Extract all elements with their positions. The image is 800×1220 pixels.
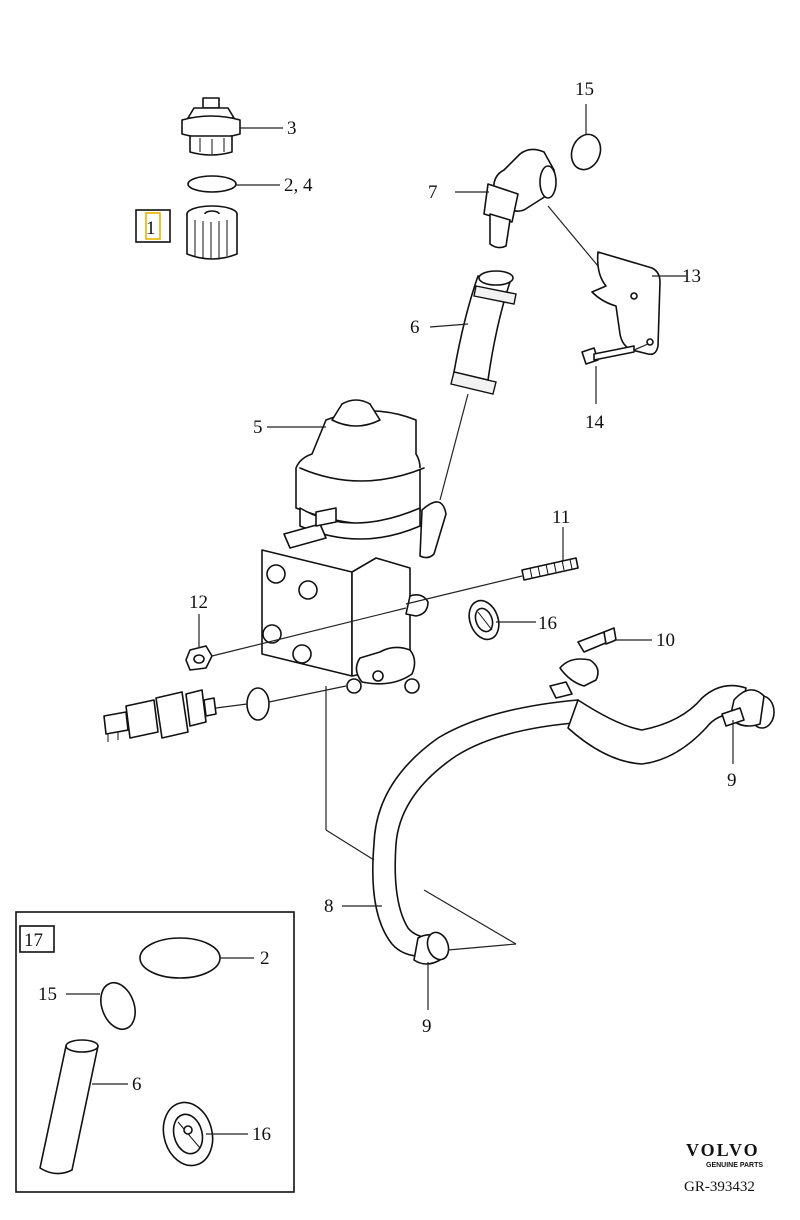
- kit-o-ring-large[interactable]: [139, 937, 221, 979]
- kit-hose-6[interactable]: [39, 1039, 99, 1175]
- reference-number: GR-393432: [684, 1179, 755, 1195]
- callout-11: 11: [552, 507, 570, 528]
- callout-3: 3: [287, 118, 297, 139]
- callout-6-kit: 6: [132, 1074, 142, 1095]
- plug-16[interactable]: [464, 596, 504, 643]
- callout-2: 2: [260, 948, 270, 969]
- callout-6: 6: [410, 317, 420, 338]
- callout-1-box: [135, 209, 171, 243]
- pipe-elbow[interactable]: [483, 148, 557, 249]
- sensor-seal[interactable]: [246, 687, 270, 721]
- callout-10: 10: [656, 630, 675, 651]
- kit-o-ring-15[interactable]: [95, 978, 141, 1034]
- bracket-bolt[interactable]: [581, 345, 635, 365]
- nut[interactable]: [185, 645, 213, 671]
- callout-15: 15: [575, 79, 594, 100]
- o-ring-small[interactable]: [187, 175, 237, 193]
- genuine-parts-label: GENUINE PARTS: [706, 1162, 763, 1169]
- callout-13: 13: [682, 266, 701, 287]
- callout-9-upper: 9: [727, 770, 737, 791]
- hose-clip[interactable]: [549, 627, 617, 699]
- callout-5: 5: [253, 417, 263, 438]
- callout-16-kit: 16: [252, 1124, 271, 1145]
- callout-12: 12: [189, 592, 208, 613]
- callout-16: 16: [538, 613, 557, 634]
- filter-element[interactable]: [186, 205, 238, 260]
- oil-filter-housing[interactable]: [261, 399, 447, 694]
- kit-inset-box: [15, 911, 295, 1193]
- callout-17: 17: [24, 930, 43, 951]
- callout-1-highlight: [145, 212, 161, 240]
- filter-cap[interactable]: [181, 97, 241, 156]
- hose-8[interactable]: [372, 684, 775, 965]
- callout-14: 14: [585, 412, 605, 433]
- callout-9-lower: 9: [422, 1016, 432, 1037]
- callout-1: 1: [146, 218, 156, 239]
- hose-6[interactable]: [450, 270, 517, 395]
- temperature-sensor[interactable]: [103, 689, 217, 742]
- stud[interactable]: [521, 557, 579, 581]
- volvo-logo-text: VOLVO: [686, 1140, 760, 1160]
- callout-2-4: 2, 4: [284, 175, 313, 196]
- callout-7: 7: [428, 182, 438, 203]
- o-ring-15[interactable]: [567, 130, 606, 173]
- callout-8: 8: [324, 896, 334, 917]
- callout-17-box: [19, 925, 55, 953]
- kit-plug-16[interactable]: [157, 1097, 220, 1171]
- mounting-bracket[interactable]: [591, 251, 661, 356]
- callout-15-kit: 15: [38, 984, 57, 1005]
